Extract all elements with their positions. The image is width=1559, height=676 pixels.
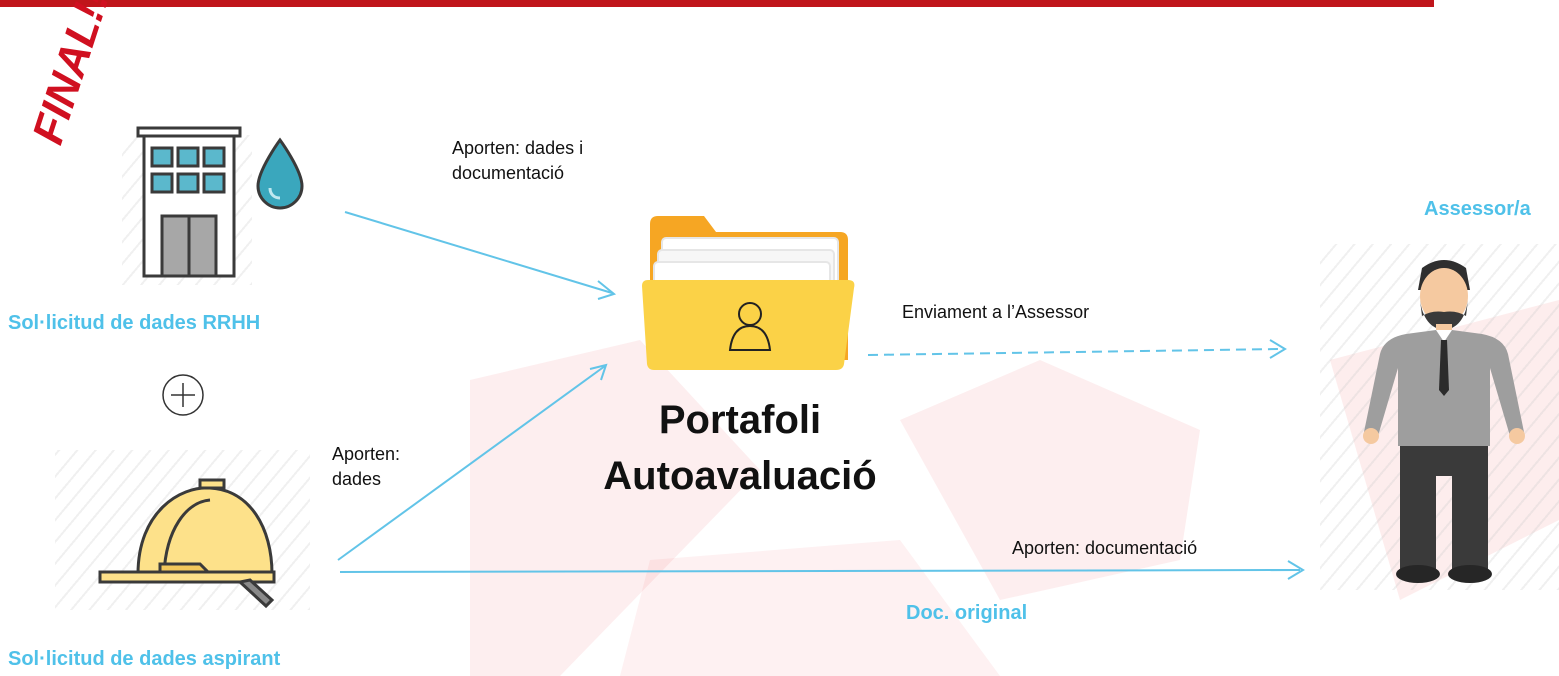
arrowhead-documentation <box>1287 560 1305 580</box>
folder-user-icon <box>642 216 855 370</box>
plus-circle-icon <box>162 374 204 416</box>
aspirant-arrow-label: Aporten: dades <box>332 444 401 489</box>
rrhh-label: Sol·licitud de dades RRHH <box>8 312 261 334</box>
arrowhead-rrhh <box>597 280 617 300</box>
portfolio-title-line2: Autoavaluació <box>603 454 877 498</box>
arrow-portfolio-to-assessor <box>867 348 1283 356</box>
businessman-icon <box>1363 260 1525 583</box>
arrow-aspirant-to-portfolio <box>337 365 606 561</box>
arrowhead-aspirant <box>589 363 608 381</box>
arrow-aspirant-to-assessor <box>339 569 1301 573</box>
original-doc-label: Doc. original <box>906 602 1028 624</box>
portfolio-title: Portafoli Autoavaluació <box>560 392 920 504</box>
rrhh-arrow-label: Aporten: dades i documentació <box>452 138 584 183</box>
aspirant-label: Sol·licitud de dades aspirant <box>8 648 281 670</box>
building-water-drop-icon <box>136 126 304 278</box>
documentation-arrow-label: Aporten: documentació <box>1012 538 1198 558</box>
portfolio-title-line1: Portafoli <box>658 398 822 442</box>
arrowhead-assessor <box>1269 339 1287 359</box>
send-to-assessor-label: Enviament a l’Assessor <box>902 302 1090 322</box>
arrow-rrhh-to-portfolio <box>344 211 613 294</box>
top-bar <box>0 0 1434 7</box>
assessor-label: Assessor/a <box>1424 198 1531 220</box>
hard-hat-icon <box>98 478 276 609</box>
